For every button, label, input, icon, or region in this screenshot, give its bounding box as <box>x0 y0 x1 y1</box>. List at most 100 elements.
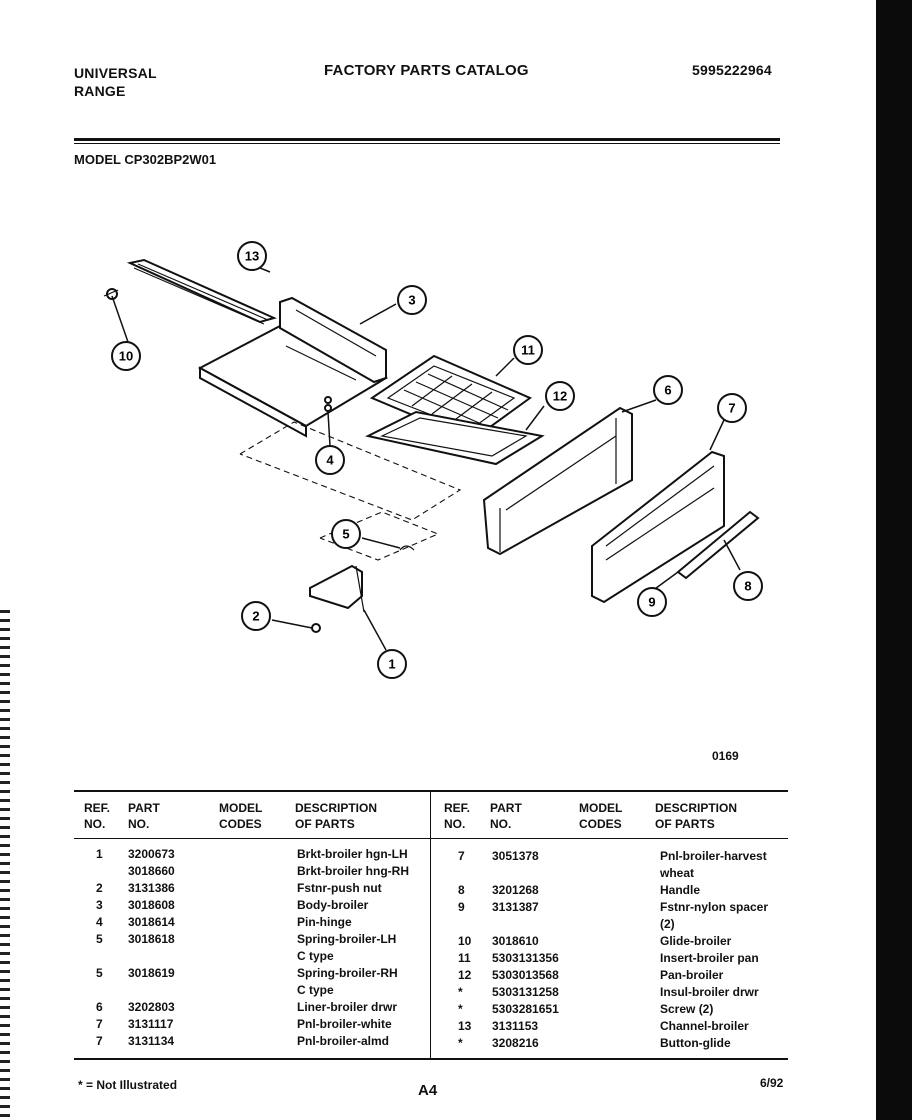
description-cell: Fstnr-push nut <box>297 881 382 895</box>
part-no-cell: 3131134 <box>128 1034 175 1048</box>
scan-edge-right <box>876 0 912 1120</box>
header-desc-line2: OF PARTS <box>655 817 715 831</box>
figure-number: 0169 <box>712 749 739 763</box>
callout-11: 11 <box>513 335 543 365</box>
description-cell: C type <box>297 983 334 997</box>
ref-no-cell: 12 <box>458 968 472 982</box>
body-broiler-part <box>197 296 389 438</box>
left-header-part-no: PART NO. <box>128 800 160 832</box>
callout-13: 13 <box>237 241 267 271</box>
ref-no-cell: 9 <box>458 900 465 914</box>
description-cell: Pin-hinge <box>297 915 352 929</box>
part-no-cell: 5303013568 <box>492 968 559 982</box>
scan-edge-left <box>0 610 10 1120</box>
callout-8: 8 <box>733 571 763 601</box>
ref-no-cell: 5 <box>96 966 103 980</box>
brand-line-1: UNIVERSAL <box>74 65 157 81</box>
part-no-cell: 3208216 <box>492 1036 539 1050</box>
channel-broiler-part <box>126 258 277 325</box>
callout-6: 6 <box>653 375 683 405</box>
part-no-cell: 3200673 <box>128 847 175 861</box>
brand-block: UNIVERSAL RANGE <box>74 64 157 100</box>
insert-broiler-pan-part <box>369 354 533 442</box>
part-no-cell: 3131386 <box>128 881 175 895</box>
left-header-ref-no: REF. NO. <box>84 800 110 832</box>
description-cell: Glide-broiler <box>660 934 732 948</box>
table-column-divider <box>430 790 431 1058</box>
broiler-hinge-bracket-part <box>309 564 365 613</box>
pan-broiler-part <box>365 410 545 466</box>
ref-no-cell: 10 <box>458 934 472 948</box>
ref-no-cell: 7 <box>96 1034 103 1048</box>
callout-9: 9 <box>637 587 667 617</box>
callout-5-label: 5 <box>342 527 349 542</box>
part-no-cell: 3018610 <box>492 934 539 948</box>
callout-6-label: 6 <box>664 383 671 398</box>
callout-9-label: 9 <box>648 595 655 610</box>
leader-lines <box>111 259 741 651</box>
ref-no-cell: 13 <box>458 1019 472 1033</box>
ref-no-cell: 3 <box>96 898 103 912</box>
right-header-model-codes: MODEL CODES <box>579 800 622 832</box>
part-no-cell: 3201268 <box>492 883 539 897</box>
description-cell: Spring-broiler-LH <box>297 932 397 946</box>
header-desc-line1: DESCRIPTION <box>655 801 738 815</box>
callout-12-label: 12 <box>553 389 567 404</box>
liner-broiler-drawer-part <box>482 406 633 556</box>
catalog-number: 5995222964 <box>692 62 772 78</box>
description-cell: Button-glide <box>660 1036 731 1050</box>
part-no-cell: 5303131258 <box>492 985 559 999</box>
ref-no-cell: 7 <box>458 849 465 863</box>
part-no-cell: 3131387 <box>492 900 539 914</box>
callout-2: 2 <box>241 601 271 631</box>
hinge-pin-part <box>324 404 332 412</box>
callout-2-label: 2 <box>252 609 259 624</box>
left-header-model-codes: MODEL CODES <box>219 800 262 832</box>
description-cell: Pnl-broiler-white <box>297 1017 392 1031</box>
right-header-description: DESCRIPTION OF PARTS <box>655 800 737 832</box>
description-cell: (2) <box>660 917 675 931</box>
table-rule-top <box>74 790 788 792</box>
right-header-ref-no: REF. NO. <box>444 800 470 832</box>
callout-3-label: 3 <box>408 293 415 308</box>
part-no-cell: 5303131356 <box>492 951 559 965</box>
description-cell: Channel-broiler <box>660 1019 749 1033</box>
callout-12: 12 <box>545 381 575 411</box>
ref-no-cell: 6 <box>96 1000 103 1014</box>
callout-5: 5 <box>331 519 361 549</box>
header-desc-line2: OF PARTS <box>295 817 355 831</box>
header-part-line1: PART <box>490 801 522 815</box>
callout-13-label: 13 <box>245 249 259 264</box>
description-cell: C type <box>297 949 334 963</box>
drawer-outline-dashed <box>239 421 462 561</box>
right-header-part-no: PART NO. <box>490 800 522 832</box>
header-rule-thick <box>74 138 780 141</box>
ref-no-cell: * <box>458 1002 463 1016</box>
ref-no-cell: 7 <box>96 1017 103 1031</box>
description-cell: Fstnr-nylon spacer <box>660 900 769 914</box>
ref-no-cell: * <box>458 985 463 999</box>
header-model-line2: CODES <box>579 817 622 831</box>
description-cell: Handle <box>660 883 701 897</box>
part-no-cell: 3018608 <box>128 898 175 912</box>
table-rule-header <box>74 838 788 839</box>
table-rule-bottom <box>74 1058 788 1060</box>
part-no-cell: 3131117 <box>128 1017 174 1031</box>
header-part-line2: NO. <box>128 817 150 831</box>
part-no-cell: 5303281651 <box>492 1002 559 1016</box>
revision-date: 6/92 <box>760 1076 784 1090</box>
description-cell: Insul-broiler drwr <box>660 985 759 999</box>
part-no-cell: 3051378 <box>492 849 539 863</box>
part-no-cell: 3018614 <box>128 915 175 929</box>
ref-no-cell: * <box>458 1036 463 1050</box>
header-model-line1: MODEL <box>579 801 623 815</box>
part-no-cell: 3131153 <box>492 1019 539 1033</box>
description-cell: wheat <box>660 866 695 880</box>
part-no-cell: 3018660 <box>128 864 175 878</box>
callout-10-label: 10 <box>119 349 133 364</box>
description-cell: Pnl-broiler-harvest <box>660 849 767 863</box>
push-nut-part <box>311 623 321 633</box>
callout-4: 4 <box>315 445 345 475</box>
callout-10: 10 <box>111 341 141 371</box>
